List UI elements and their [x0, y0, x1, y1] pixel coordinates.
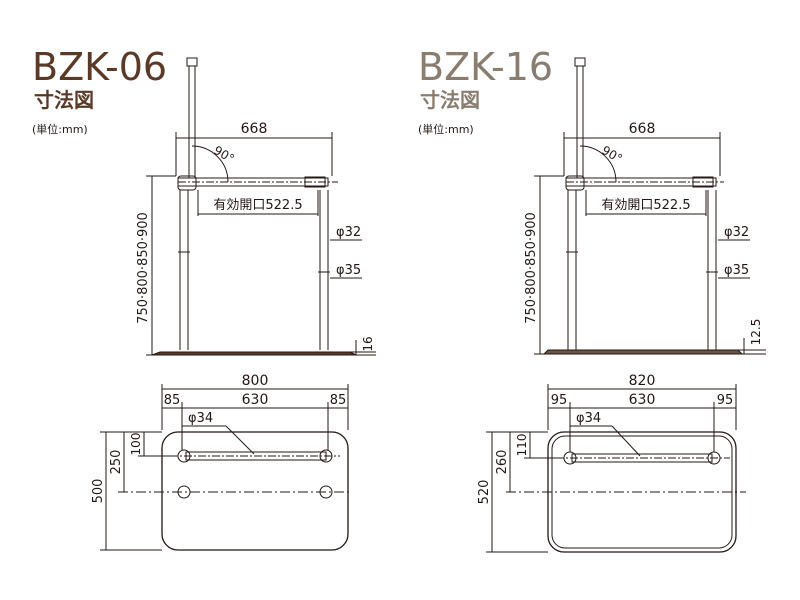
left-plan-depth-total-label: 500 — [91, 479, 106, 504]
left-plan-depth-mid-label: 250 — [109, 450, 124, 475]
right-unit-note: (単位:mm) — [418, 123, 474, 136]
left-pole-cap — [186, 57, 198, 67]
right-angle-arc — [579, 145, 617, 183]
right-plan-pipe-leader-d — [611, 425, 641, 457]
right-arm-joint — [565, 175, 585, 191]
left-base-plate — [151, 351, 357, 356]
left-pipe-large-label: φ32 — [336, 225, 361, 240]
right-width-label: 668 — [629, 121, 656, 137]
left-pipe-small-label: φ35 — [336, 263, 361, 278]
right-plan-overall-label: 820 — [629, 373, 656, 389]
left-width-label: 668 — [241, 121, 268, 137]
left-arm-joint — [177, 175, 197, 191]
left-plan-pipe-leader-d — [225, 425, 255, 455]
left-angle-label: 90° — [211, 143, 236, 166]
left-plan-fitting-right — [319, 449, 333, 463]
left-plan-right-offset-label: 85 — [330, 393, 347, 408]
right-base-plate — [542, 349, 744, 355]
right-model-title: BZK-16 — [418, 45, 554, 89]
right-side-elevation — [534, 57, 766, 355]
right-base-label: 12.5 — [749, 319, 763, 346]
left-height-label: 750·800·850·900 — [136, 212, 151, 324]
left-drawing-subtitle: 寸法図 — [34, 88, 94, 112]
right-arm-end-fitting — [692, 176, 714, 188]
left-plan-overall-label: 800 — [242, 373, 269, 389]
right-plan-left-offset-label: 95 — [551, 393, 568, 408]
right-plan-view — [486, 384, 746, 553]
left-plan-outline — [161, 431, 349, 551]
right-pole-cap — [574, 57, 586, 67]
left-base-label: 16 — [361, 336, 375, 351]
left-plan-view — [100, 384, 350, 551]
left-side-elevation — [146, 57, 376, 356]
right-plan-pipe-label: φ34 — [576, 411, 601, 426]
left-angle-arc — [191, 145, 229, 183]
left-arm-end-fitting — [304, 176, 326, 188]
right-pipe-large-label: φ32 — [724, 225, 749, 240]
right-plan-bar — [571, 453, 713, 463]
right-opening-label: 有効開口522.5 — [601, 198, 690, 213]
left-opening-label: 有効開口522.5 — [213, 198, 302, 213]
right-plan-depth-total-label: 520 — [477, 480, 492, 505]
left-plan-pipe-label: φ34 — [188, 411, 213, 426]
right-plan-depth-mid-label: 260 — [495, 450, 510, 475]
right-height-label: 750·800·850·900 — [524, 212, 539, 324]
left-unit-note: (単位:mm) — [32, 123, 88, 136]
left-model-title: BZK-06 — [32, 45, 168, 89]
left-plan-center-label: 630 — [242, 392, 269, 408]
left-plan-bar — [185, 451, 327, 461]
right-drawing-subtitle: 寸法図 — [420, 88, 480, 112]
right-angle-label: 90° — [599, 143, 624, 166]
left-plan-depth-small-label: 100 — [129, 433, 143, 456]
right-pipe-small-label: φ35 — [724, 263, 749, 278]
right-plan-center-label: 630 — [629, 392, 656, 408]
left-plan-left-offset-label: 85 — [164, 393, 181, 408]
right-plan-depth-small-label: 110 — [515, 434, 529, 457]
left-plan-fitting-left — [177, 449, 191, 463]
right-plan-right-offset-label: 95 — [717, 393, 734, 408]
